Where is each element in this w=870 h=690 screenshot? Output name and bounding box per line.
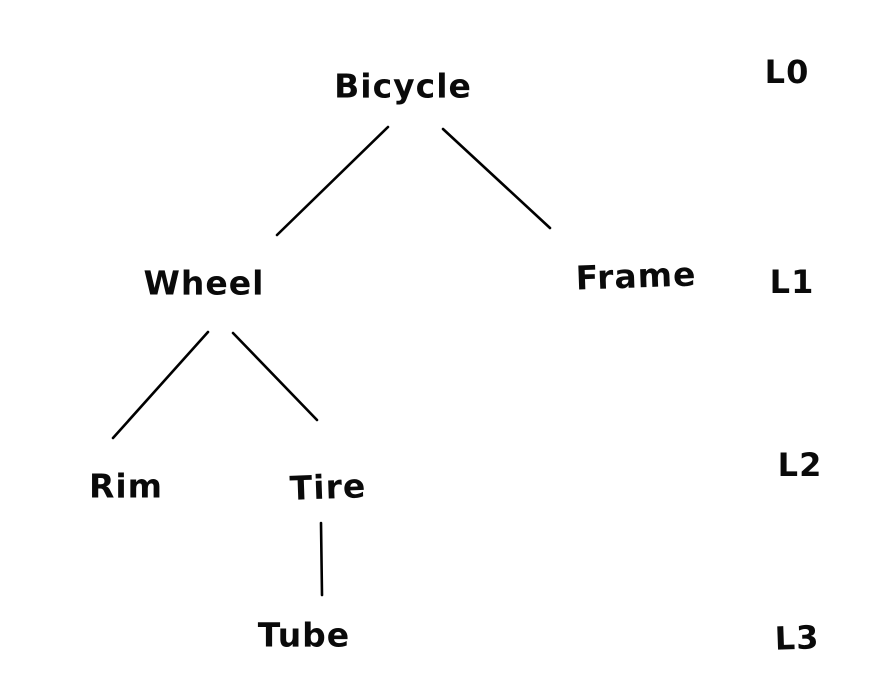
- node-label-frame: Frame: [574, 254, 698, 298]
- level-label-l0: L0: [764, 53, 810, 91]
- level-label-l3: L3: [774, 618, 820, 658]
- node-label-bicycle: Bicycle: [334, 66, 472, 106]
- edge-wheel-rim: [111, 330, 210, 440]
- edge-bicycle-frame: [441, 127, 552, 230]
- level-label-l2: L2: [777, 446, 823, 484]
- edge-tire-tube: [319, 521, 324, 597]
- node-label-tire: Tire: [289, 466, 367, 508]
- node-label-wheel: Wheel: [143, 263, 265, 303]
- edge-bicycle-wheel: [275, 125, 390, 237]
- edge-wheel-tire: [231, 331, 319, 422]
- level-label-l1: L1: [769, 263, 815, 301]
- node-label-rim: Rim: [88, 466, 164, 506]
- node-label-tube: Tube: [257, 615, 351, 655]
